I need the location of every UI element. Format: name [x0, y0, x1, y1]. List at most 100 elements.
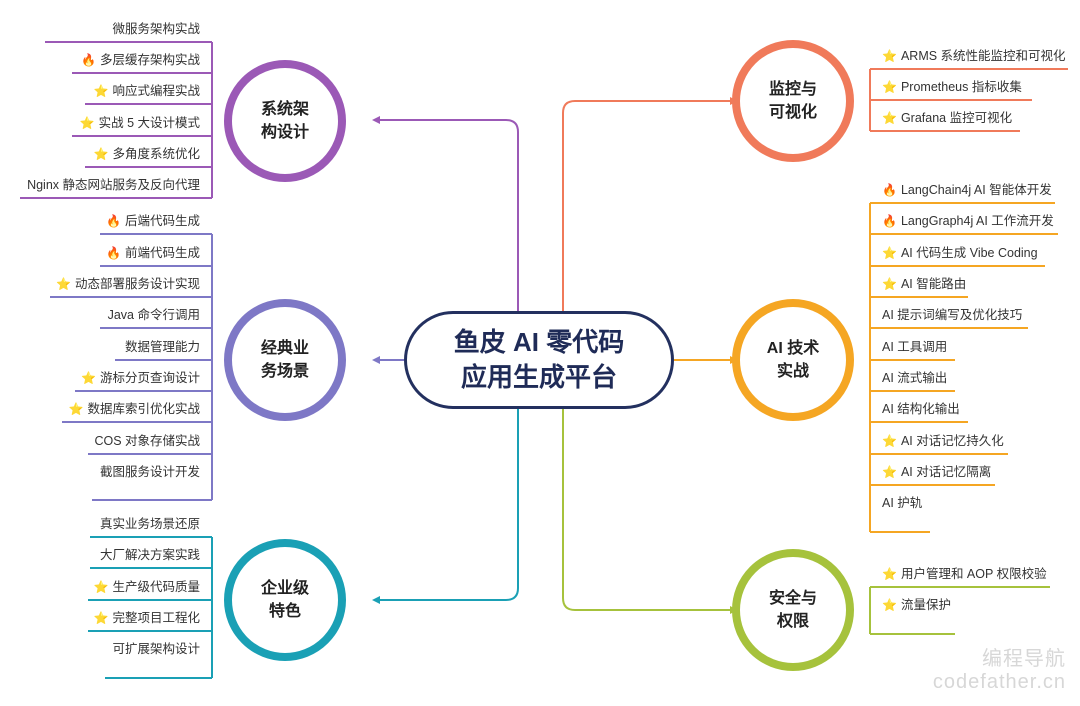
leaf-label: 微服务架构实战	[112, 22, 200, 36]
leaf-label: AI 提示词编写及优化技巧	[882, 308, 1023, 322]
leaf-system-0: 微服务架构实战	[112, 17, 200, 41]
watermark-line2: codefather.cn	[932, 671, 1066, 693]
leaf-ai-7: AI 结构化输出	[882, 397, 960, 421]
leaf-label: 数据管理能力	[124, 340, 200, 354]
watermark-line1: 编程导航	[982, 648, 1066, 670]
star-icon: ⭐	[93, 147, 109, 161]
leaf-label: 生产级代码质量	[112, 580, 200, 594]
leaf-label: 动态部署服务设计实现	[74, 277, 200, 291]
leaf-label: Java 命令行调用	[107, 308, 200, 322]
center-title-line1: 鱼皮 AI 零代码	[453, 326, 625, 357]
star-icon: ⭐	[882, 277, 897, 291]
connector-monitor	[562, 100, 732, 311]
leaf-label: AI 对话记忆持久化	[900, 434, 1004, 448]
leaf-system-5: Nginx 静态网站服务及反向代理	[27, 173, 200, 197]
hub-label-line1: AI 技术	[766, 339, 820, 357]
leaf-enterprise-1: 大厂解决方案实践	[100, 543, 200, 567]
leaf-ai-2: ⭐AI 代码生成 Vibe Coding	[882, 241, 1038, 265]
leaf-label: Nginx 静态网站服务及反向代理	[27, 178, 200, 192]
leaf-label: AI 流式输出	[882, 371, 948, 385]
star-icon: ⭐	[68, 402, 84, 416]
star-icon: ⭐	[79, 116, 95, 130]
leaf-label: 多角度系统优化	[112, 147, 200, 161]
fire-icon: 🔥	[81, 53, 96, 67]
leaf-classic-8: 截图服务设计开发	[100, 460, 200, 484]
hub-monitoring: 监控与 可视化	[732, 40, 854, 162]
leaf-enterprise-3: ⭐完整项目工程化	[94, 606, 200, 630]
leaf-label: 可扩展架构设计	[112, 642, 200, 656]
leaf-classic-5: ⭐游标分页查询设计	[81, 366, 200, 390]
leaf-label: AI 对话记忆隔离	[900, 465, 992, 479]
leaf-enterprise-0: 真实业务场景还原	[100, 512, 200, 536]
leaf-label: 完整项目工程化	[112, 611, 200, 625]
connector-system	[378, 119, 519, 311]
hub-label-line2: 构设计	[260, 124, 309, 141]
fire-icon: 🔥	[882, 214, 897, 228]
star-icon: ⭐	[93, 580, 109, 594]
leaf-monitor-0: ⭐ARMS 系统性能监控和可视化	[882, 44, 1066, 68]
star-icon: ⭐	[882, 598, 897, 612]
leaf-classic-4: 数据管理能力	[125, 335, 200, 359]
star-icon: ⭐	[882, 111, 897, 125]
star-icon: ⭐	[882, 49, 897, 63]
hub-label-line2: 务场景	[260, 363, 309, 380]
leaf-label: 实战 5 大设计模式	[98, 116, 200, 130]
leaf-ai-1: 🔥LangGraph4j AI 工作流开发	[882, 209, 1054, 233]
leaf-system-2: ⭐响应式编程实战	[94, 79, 200, 103]
star-icon: ⭐	[882, 465, 897, 479]
hub-system-architecture: 系统架 构设计	[224, 60, 346, 182]
leaf-label: 数据库索引优化实战	[87, 402, 200, 416]
hub-label-line2: 权限	[776, 613, 809, 630]
leaf-label: 前端代码生成	[124, 246, 200, 260]
leaf-label: AI 代码生成 Vibe Coding	[900, 246, 1038, 260]
leaf-classic-6: ⭐数据库索引优化实战	[69, 397, 200, 421]
leaf-enterprise-2: ⭐生产级代码质量	[94, 575, 200, 599]
leaf-ai-5: AI 工具调用	[882, 335, 947, 359]
hub-label-line1: 监控与	[768, 80, 817, 98]
center-title-line2: 应用生成平台	[460, 362, 617, 392]
fire-icon: 🔥	[106, 214, 121, 228]
hub-label-line1: 经典业	[260, 339, 309, 357]
connector-enterprise	[378, 409, 519, 601]
leaf-label: LangChain4j AI 智能体开发	[900, 183, 1052, 197]
leaf-security-1: ⭐流量保护	[882, 593, 951, 617]
center-node: 鱼皮 AI 零代码 应用生成平台	[404, 311, 674, 409]
hub-label-line2: 特色	[268, 603, 301, 620]
fire-icon: 🔥	[106, 246, 121, 260]
leaf-ai-9: ⭐AI 对话记忆隔离	[882, 460, 991, 484]
leaf-classic-1: 🔥前端代码生成	[106, 241, 200, 265]
fire-icon: 🔥	[882, 183, 897, 197]
star-icon: ⭐	[56, 277, 71, 291]
leaf-label: Prometheus 指标收集	[900, 80, 1022, 94]
leaf-label: AI 结构化输出	[882, 402, 960, 416]
leaf-label: 流量保护	[900, 598, 951, 612]
hub-label-line1: 企业级	[260, 579, 309, 597]
star-icon: ⭐	[93, 84, 109, 98]
star-icon: ⭐	[93, 611, 109, 625]
leaf-ai-8: ⭐AI 对话记忆持久化	[882, 429, 1004, 453]
hub-label-line1: 系统架	[260, 100, 309, 118]
leaf-label: 游标分页查询设计	[99, 371, 200, 385]
leaf-label: AI 工具调用	[882, 340, 948, 354]
hub-ai-tech: AI 技术 实战	[732, 299, 854, 421]
leaf-label: 多层缓存架构实战	[99, 53, 200, 67]
hub-classic-business: 经典业 务场景	[224, 299, 346, 421]
leaf-label: Grafana 监控可视化	[900, 111, 1013, 125]
leaf-ai-4: AI 提示词编写及优化技巧	[882, 303, 1022, 327]
leaf-ai-3: ⭐AI 智能路由	[882, 272, 966, 296]
leaf-ai-10: AI 护轨	[882, 491, 922, 515]
leaf-ai-0: 🔥LangChain4j AI 智能体开发	[882, 178, 1052, 202]
leaf-label: COS 对象存储实战	[94, 434, 200, 448]
leaf-system-4: ⭐多角度系统优化	[94, 142, 200, 166]
leaf-monitor-1: ⭐Prometheus 指标收集	[882, 75, 1022, 99]
hub-security: 安全与 权限	[732, 549, 854, 671]
star-icon: ⭐	[882, 434, 897, 448]
leaf-label: 真实业务场景还原	[99, 517, 200, 531]
leaf-classic-7: COS 对象存储实战	[94, 429, 200, 453]
hub-label-line1: 安全与	[768, 589, 817, 607]
hub-label-line2: 可视化	[768, 104, 817, 121]
leaf-security-0: ⭐用户管理和 AOP 权限校验	[882, 562, 1047, 586]
star-icon: ⭐	[81, 371, 96, 385]
leaf-label: 响应式编程实战	[112, 84, 200, 98]
